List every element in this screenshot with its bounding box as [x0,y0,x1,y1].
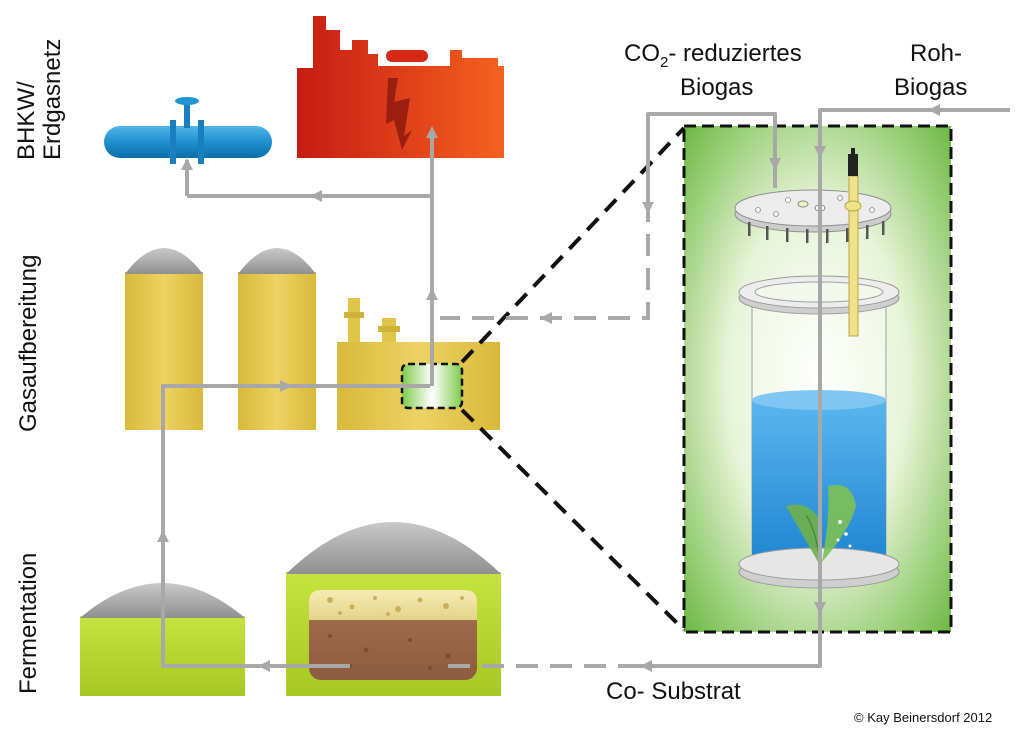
gas-flow-lines [161,108,1010,668]
co2-subscript: 2 [660,53,669,71]
label-biogas-right: Biogas [894,74,968,101]
bioreactor-icon [734,148,900,589]
co2-suffix: - reduziertes [668,40,802,67]
factory-icon [297,16,504,158]
label-co2-reduced: CO2- reduziertes [624,40,802,71]
gas-pipeline-icon [104,97,272,164]
dashed-flow-lines [440,200,650,668]
flow-arrows [157,104,940,672]
label-bhkw: BHKW/ Erdgasnetz [13,38,66,160]
label-biogas-left: Biogas [680,74,754,101]
label-bhkw-line2: Erdgasnetz [39,38,66,160]
lightning-icon [386,78,412,150]
co2-prefix: CO [624,40,660,67]
silo-2 [238,248,316,430]
label-co-substrat: Co- Substrat [606,678,741,705]
digester-large [286,522,501,696]
label-bhkw-line1: BHKW/ [13,81,40,160]
copyright-text: © Kay Beinersdorf 2012 [854,710,993,725]
label-fermentation: Fermentation [15,552,42,694]
label-gasaufbereitung: Gasaufbereitung [15,254,42,432]
label-roh: Roh- [910,40,963,67]
